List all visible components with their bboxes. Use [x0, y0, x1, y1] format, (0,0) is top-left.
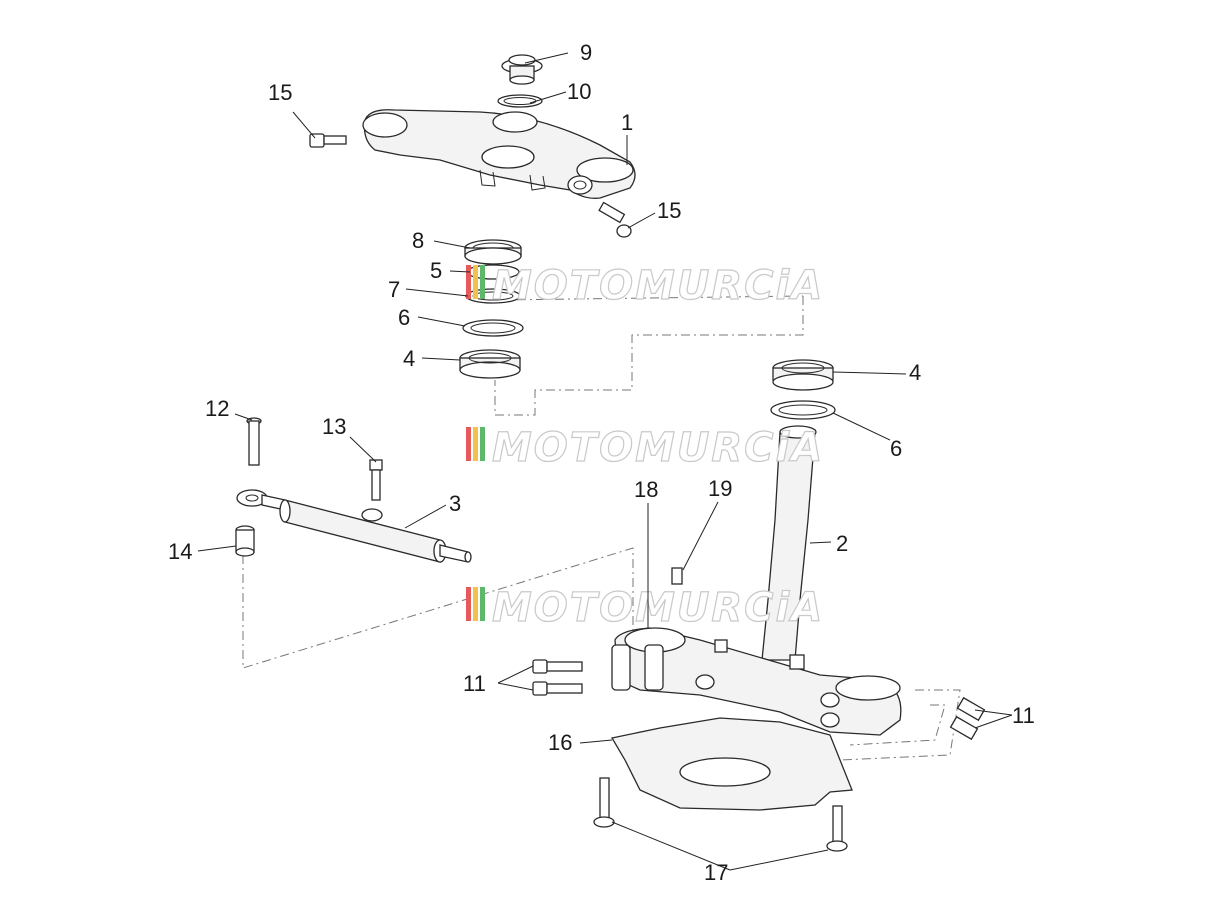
svg-text:MOTOMURCiA: MOTOMURCiA [492, 585, 824, 631]
callout-15-left: 15 [268, 80, 292, 105]
callout-1: 1 [621, 110, 633, 135]
svg-text:MOTOMURCiA: MOTOMURCiA [492, 263, 824, 309]
upper-bearing-stack [459, 239, 524, 379]
lower-triple-clamp [611, 425, 902, 736]
callout-6-upper: 6 [398, 305, 410, 330]
callout-8: 8 [412, 228, 424, 253]
watermark-group: MOTOMURCiA MOTOMURCiA MOTOMURCiA [466, 262, 824, 632]
upper-triple-clamp [362, 109, 636, 199]
callout-7: 7 [388, 277, 400, 302]
callout-labels: 9 10 1 15 15 8 5 7 6 4 4 6 2 3 12 13 14 … [168, 40, 1035, 885]
callout-17: 17 [704, 860, 728, 885]
cover-bolts [593, 777, 848, 852]
callout-3: 3 [449, 491, 461, 516]
callout-18: 18 [634, 477, 658, 502]
callout-16: 16 [548, 730, 572, 755]
clamp-screws-left [532, 659, 583, 696]
callout-2: 2 [836, 531, 848, 556]
svg-text:MOTOMURCiA: MOTOMURCiA [492, 425, 824, 471]
damper-pin [246, 417, 262, 466]
callout-19: 19 [708, 476, 732, 501]
clamp-screw-left [309, 133, 347, 148]
clamp-screws-right [949, 696, 986, 741]
callout-10: 10 [567, 79, 591, 104]
damper-bolt [369, 459, 383, 501]
watermark-2: MOTOMURCiA [466, 424, 824, 472]
watermark-3: MOTOMURCiA [466, 584, 824, 632]
callout-14: 14 [168, 539, 192, 564]
leader-lines [197, 52, 1013, 871]
callout-5: 5 [430, 258, 442, 283]
callout-11-right: 11 [1012, 703, 1035, 728]
callout-4-upper: 4 [403, 346, 415, 371]
watermark-1: MOTOMURCiA [466, 262, 824, 310]
callout-12: 12 [205, 396, 229, 421]
callout-13: 13 [322, 414, 346, 439]
lower-cover-plate [610, 717, 853, 811]
damper-spacer [235, 525, 255, 557]
callout-6-lower: 6 [890, 436, 902, 461]
clamp-screw-lower [598, 201, 632, 238]
callout-15-lower: 15 [657, 198, 681, 223]
steering-damper [236, 489, 472, 563]
callout-4-lower: 4 [909, 360, 921, 385]
callout-9: 9 [580, 40, 592, 65]
steering-stem-nut [501, 54, 543, 85]
lower-bearing-stack [770, 359, 836, 420]
clamp-bolt-19 [671, 567, 683, 585]
callout-11-left: 11 [463, 671, 486, 696]
